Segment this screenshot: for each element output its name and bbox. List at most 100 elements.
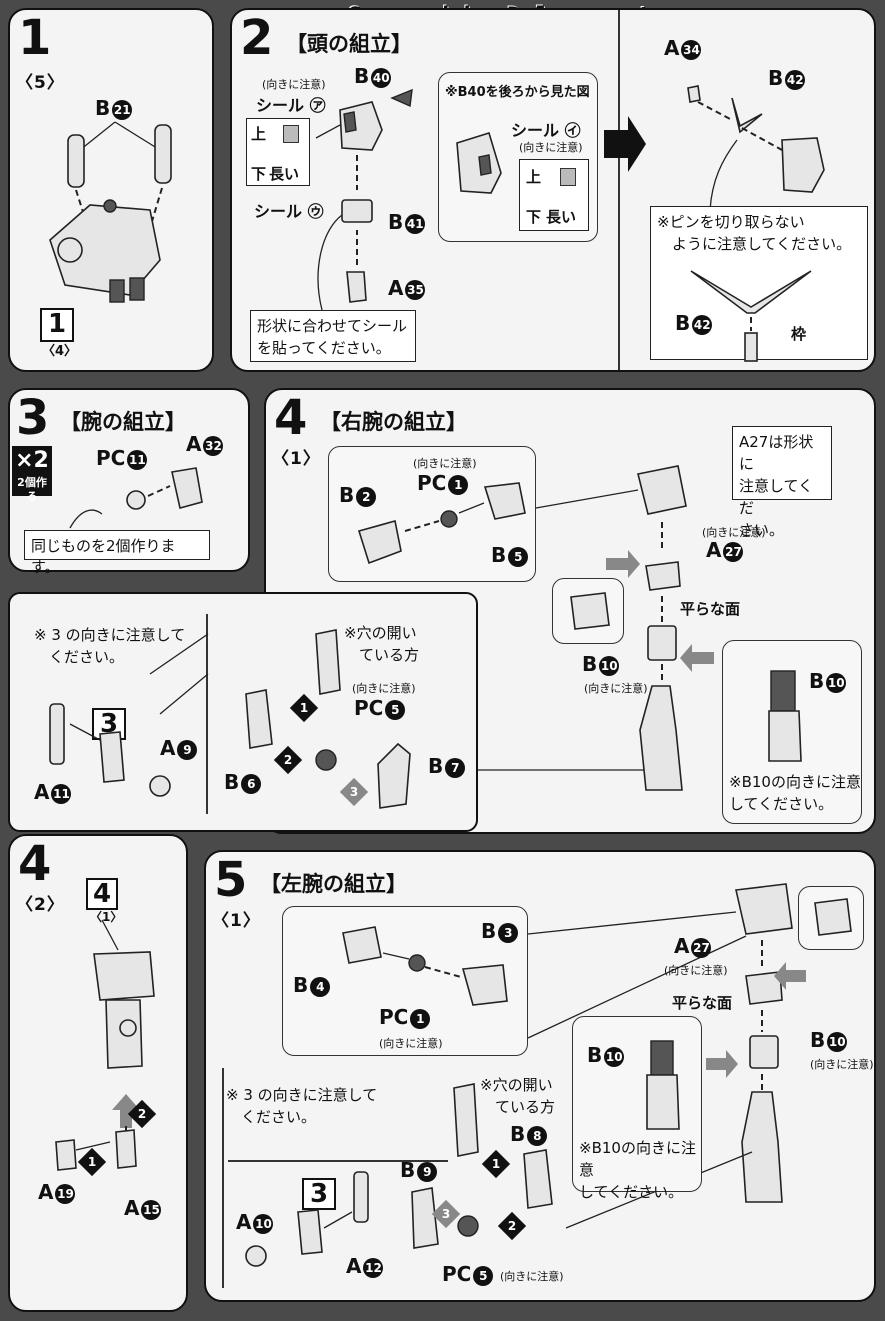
step4-1-order-1: 1 — [289, 693, 319, 723]
part-number-circle: 40 — [371, 67, 392, 88]
part-number-circle: 11 — [127, 449, 148, 470]
step2-number: 2 — [240, 10, 274, 66]
step2-seal-a: シール ㋐ — [256, 96, 326, 115]
step2-seal-i-caution: (向きに注意) — [519, 141, 583, 154]
part-number-circle: 10 — [253, 1213, 274, 1234]
part-number-circle: 5 — [508, 546, 529, 567]
step4-1-arm-illustration — [476, 465, 714, 791]
step1-illustration — [49, 121, 172, 303]
step5-sub-hline — [228, 1160, 448, 1162]
part-number-circle: 6 — [241, 773, 262, 794]
part-number-circle: 32 — [203, 435, 224, 456]
step3-title: 【腕の組立】 — [60, 410, 186, 434]
step4-1-note3: ※ 3 の向きに注意して ください。 — [34, 626, 186, 666]
step3-make-two-box: 同じものを2個作ります。 — [24, 530, 210, 576]
part-number-circle: 27 — [723, 541, 744, 562]
step4-1-a27-caution: (向きに注意) — [702, 526, 766, 539]
back-view-head — [456, 131, 502, 194]
part-number-circle: 10 — [827, 1031, 848, 1052]
step5-shoulder-illustration — [342, 926, 508, 1006]
step5-flat-face: 平らな面 — [672, 994, 733, 1012]
seal-up-label: 上 — [526, 168, 542, 186]
part-number-circle: 4 — [310, 976, 331, 997]
part-letter: PC — [442, 1262, 472, 1286]
step5-ref3: 3 — [302, 1178, 336, 1210]
seal-shape — [283, 125, 299, 143]
b10-detail-part — [646, 1040, 680, 1130]
step4-1-pc5-caution: (向きに注意) — [352, 682, 416, 695]
step4-1-title: 【右腕の組立】 — [320, 410, 467, 434]
step2-divider — [618, 10, 620, 370]
step4-1-hole-note: ※穴の開い ている方 — [344, 624, 420, 664]
part-number-circle: 11 — [51, 783, 72, 804]
step4-2-number: 4 — [18, 836, 52, 892]
part-number-circle: 27 — [691, 937, 712, 958]
step1-substep: 〈5〉 — [16, 73, 65, 93]
step5-sub-vline — [222, 1068, 224, 1288]
pin-illustration — [690, 270, 812, 362]
part-letter: B — [809, 669, 825, 693]
step4-2-order-1: 1 — [77, 1147, 107, 1177]
part-number-circle: 5 — [385, 699, 406, 720]
b10-detail-note: ※B10の向きに注意 してください。 — [579, 1139, 696, 1201]
step2-back-view-label: ※B40を後ろから見た図 — [445, 85, 590, 100]
part-letter: A — [346, 1254, 362, 1278]
part-number-circle: 1 — [410, 1008, 431, 1029]
step4-2-ref-sub: 〈1〉 — [90, 910, 123, 924]
part-number-circle: 10 — [826, 672, 847, 693]
step2-pin-note: ※ピンを切り取らない ように注意してください。 — [657, 213, 852, 253]
step5-a27-caution: (向きに注意) — [664, 964, 728, 977]
step4-1-order-2: 2 — [273, 745, 303, 775]
part-number-circle: 1 — [448, 474, 469, 495]
step4-1-b10-caution: (向きに注意) — [584, 682, 648, 695]
b10-detail-part — [768, 670, 802, 762]
part-letter: PC — [96, 446, 126, 470]
shoulder-illustration — [357, 482, 526, 565]
step5-order-3: 3 — [431, 1199, 461, 1229]
step4-2-ref-box: 4 — [86, 878, 118, 910]
step2-seal-i-box: 上 下 長い — [519, 159, 589, 231]
ref-number: 3 — [309, 1179, 329, 1209]
part-letter: B — [400, 1158, 416, 1182]
part-number-circle: 10 — [599, 655, 620, 676]
step5-title: 【左腕の組立】 — [260, 872, 407, 896]
step4-1-flat-face: 平らな面 — [680, 600, 741, 618]
part-letter: B — [675, 311, 691, 335]
part-number-circle: 15 — [141, 1199, 162, 1220]
step2-title: 【頭の組立】 — [286, 32, 412, 56]
step2-antenna-illustration — [687, 85, 825, 211]
step5-order-2: 2 — [497, 1211, 527, 1241]
part-number-circle: 41 — [405, 213, 426, 234]
step2-flow-arrow — [604, 116, 646, 172]
step4-2-substep: 〈2〉 — [16, 895, 65, 915]
part-number-circle: 2 — [356, 486, 377, 507]
step5-substep: 〈1〉 — [212, 911, 261, 931]
part-letter: B — [388, 210, 404, 234]
step5-pc1-caution: (向きに注意) — [379, 1037, 443, 1050]
part-letter: A — [124, 1196, 140, 1220]
part-letter: PC — [417, 471, 447, 495]
